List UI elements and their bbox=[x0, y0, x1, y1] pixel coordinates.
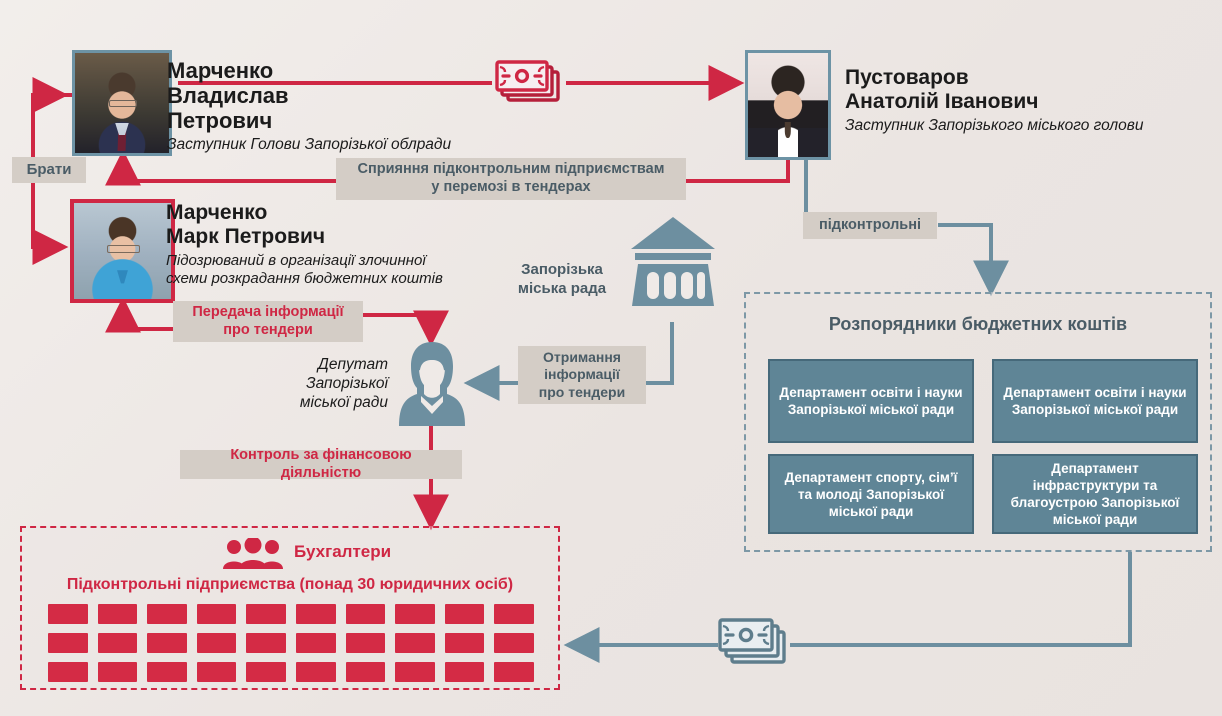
firm-block bbox=[196, 633, 237, 653]
wire-controlled-to-budget bbox=[938, 223, 1009, 297]
chip-label: Брати bbox=[26, 160, 72, 178]
person-female-icon bbox=[397, 340, 467, 426]
firm-block bbox=[395, 633, 435, 653]
firm-block bbox=[295, 633, 336, 653]
chip-brothers: Брати bbox=[12, 157, 86, 183]
firm-block bbox=[395, 604, 435, 624]
bank-building-icon bbox=[629, 215, 717, 307]
label-controlled-enterprises: Підконтрольні підприємства (понад 30 юри… bbox=[66, 576, 514, 593]
firm-block bbox=[246, 662, 286, 682]
wire-transfer-to-deputy bbox=[362, 310, 449, 347]
firm-block bbox=[444, 662, 485, 682]
people-group-icon bbox=[222, 536, 284, 570]
firms-grid bbox=[48, 604, 534, 682]
chip-label-line-2: інформації bbox=[544, 366, 620, 383]
budget-managers-panel: Розпорядники бюджетних коштів Департамен… bbox=[744, 292, 1212, 552]
person-role-pustovarov-anatolii: Заступник Запорізького міського голови bbox=[845, 116, 1144, 134]
firm-block bbox=[196, 662, 237, 682]
controlled-enterprises-panel: Бухгалтери Підконтрольні підприємства (п… bbox=[20, 526, 560, 690]
chip-label-line-2: про тендери bbox=[223, 321, 313, 338]
name-line-1: Пустоваров bbox=[845, 66, 969, 89]
firm-block bbox=[444, 604, 485, 624]
chip-financial-control: Контроль за фінансовою діяльністю bbox=[180, 446, 462, 481]
department-box-sport[interactable]: Департамент спорту, сім’ї та молоді Запо… bbox=[768, 454, 974, 534]
department-box-infrastructure[interactable]: Департамент інфраструктури та благоустро… bbox=[992, 454, 1198, 534]
firm-block bbox=[97, 604, 138, 624]
label-line-1: Депутат bbox=[317, 356, 388, 373]
person-role-line-1: Підозрюваний в організації злочинної bbox=[166, 251, 426, 269]
wire-assist-left bbox=[105, 149, 336, 186]
firm-block bbox=[494, 662, 534, 682]
photo-image bbox=[74, 203, 171, 299]
banknotes-icon-bottom bbox=[714, 616, 794, 672]
person-name-marchenko-vladyslav: Марченко Владислав Петрович Заступник Го… bbox=[167, 58, 487, 155]
firm-block bbox=[345, 633, 386, 653]
label-line-1: Запорізька bbox=[521, 261, 603, 278]
wire-budget-money-right bbox=[790, 552, 1132, 647]
firm-block bbox=[295, 604, 336, 624]
photo-image bbox=[748, 53, 828, 157]
name-line-3: Петрович bbox=[167, 108, 273, 134]
firm-block bbox=[147, 633, 187, 653]
wire-assist-right bbox=[686, 160, 790, 183]
firm-block bbox=[48, 604, 88, 624]
label-line-3: міської ради bbox=[299, 394, 388, 412]
department-box-education-2[interactable]: Департамент освіти і науки Запорізької м… bbox=[992, 359, 1198, 443]
chip-label: підконтрольні bbox=[818, 216, 922, 233]
photo-marchenko-mark bbox=[70, 199, 175, 303]
person-name-marchenko-mark: Марченко Марк Петрович Підозрюваний в ор… bbox=[166, 201, 496, 287]
photo-pustovarov-anatolii bbox=[745, 50, 831, 160]
firm-block bbox=[48, 633, 88, 653]
name-line-2: Марк Петрович bbox=[166, 224, 326, 248]
chip-label-line-1: Передача інформації bbox=[192, 303, 344, 320]
chip-label-line-3: про тендери bbox=[538, 383, 626, 400]
photo-marchenko-vladyslav bbox=[72, 50, 172, 156]
firm-block bbox=[147, 662, 187, 682]
chip-label-line-1: Отримання bbox=[543, 349, 621, 366]
firm-block bbox=[48, 662, 88, 682]
firm-block bbox=[246, 633, 286, 653]
chip-transfer-tender-info: Передача інформації про тендери bbox=[173, 301, 363, 342]
firm-block bbox=[246, 604, 286, 624]
person-role-line-2: схеми розкрадання бюджетних коштів bbox=[166, 269, 443, 287]
firm-block bbox=[345, 604, 386, 624]
firm-block bbox=[494, 633, 534, 653]
name-line-1: Марченко bbox=[166, 201, 268, 224]
firm-block bbox=[494, 604, 534, 624]
name-line-2: Владислав bbox=[167, 83, 289, 109]
label-deputy: Депутат Запорізької міської ради bbox=[260, 355, 388, 413]
firm-block bbox=[295, 662, 336, 682]
firm-block bbox=[196, 604, 237, 624]
firm-block bbox=[345, 662, 386, 682]
firm-block bbox=[97, 662, 138, 682]
label-line-2: міська рада bbox=[517, 279, 607, 297]
chip-label-line-2: у перемозі в тендерах bbox=[431, 179, 591, 195]
label-line-2: Запорізької bbox=[306, 375, 388, 393]
photo-image bbox=[75, 53, 169, 153]
chip-assistance-in-tenders: Сприяння підконтрольним підприємствам у … bbox=[336, 158, 686, 200]
name-line-1: Марченко bbox=[167, 58, 274, 83]
chip-label-line-1: Сприяння підконтрольним підприємствам bbox=[357, 161, 665, 178]
name-line-2: Анатолій Іванович bbox=[845, 89, 1039, 113]
person-role-marchenko-vladyslav: Заступник Голови Запорізької облради bbox=[167, 136, 452, 154]
chip-receive-tender-info: Отримання інформації про тендери bbox=[518, 346, 646, 404]
chip-label: Контроль за фінансовою діяльністю bbox=[230, 446, 412, 481]
firm-block bbox=[97, 633, 138, 653]
firm-block bbox=[395, 662, 435, 682]
wire-council-to-receive bbox=[646, 322, 674, 385]
label-city-council: Запорізька міська рада bbox=[498, 261, 626, 299]
department-box-education-1[interactable]: Департамент освіти і науки Запорізької м… bbox=[768, 359, 974, 443]
banknotes-icon-top bbox=[492, 58, 566, 108]
chip-controlled: підконтрольні bbox=[803, 212, 937, 239]
firm-block bbox=[444, 633, 485, 653]
budget-panel-title: Розпорядники бюджетних коштів bbox=[828, 314, 1128, 334]
firm-block bbox=[147, 604, 187, 624]
label-accountants: Бухгалтери bbox=[294, 542, 392, 561]
person-name-pustovarov-anatolii: Пустоваров Анатолій Іванович Заступник З… bbox=[845, 66, 1205, 135]
